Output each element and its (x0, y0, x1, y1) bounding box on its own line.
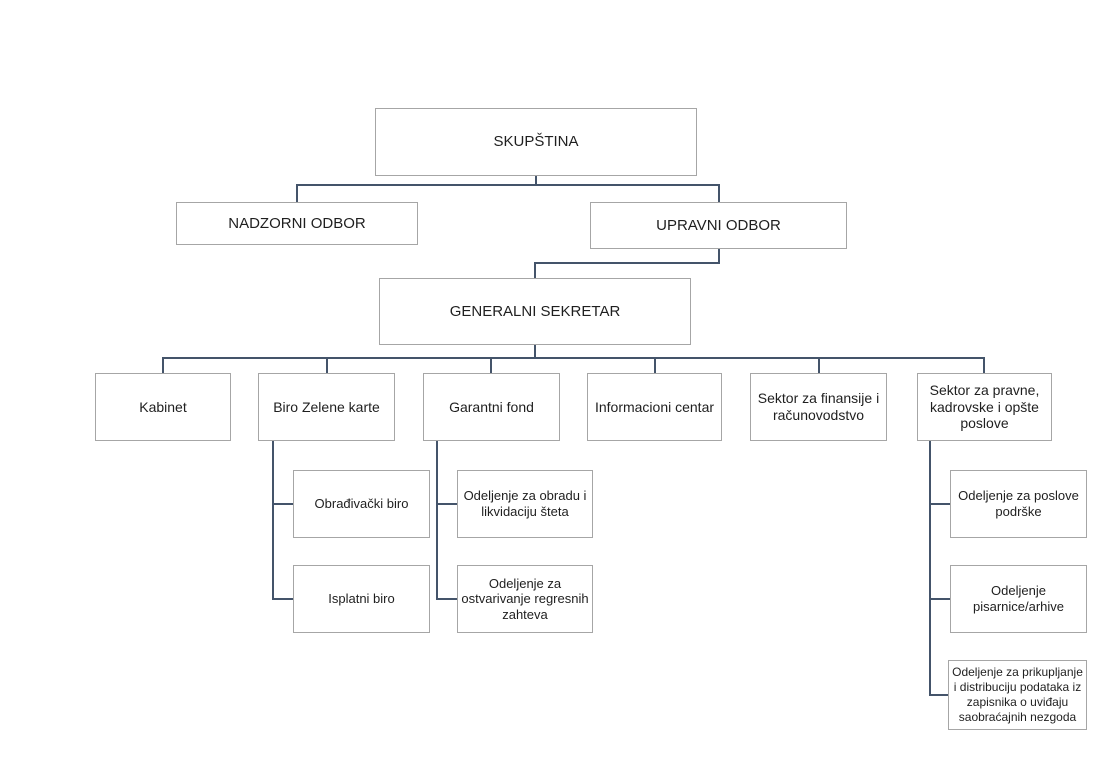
node-sektor-finansije: Sektor za finansije i računovodstvo (750, 373, 887, 441)
node-biro-zelene-karte: Biro Zelene karte (258, 373, 395, 441)
connector-line (929, 441, 931, 696)
node-odeljenje-poslovi-podrske: Odeljenje za poslove podrške (950, 470, 1087, 538)
connector-line (162, 357, 164, 373)
node-obradjivacki-biro: Obrađivački biro (293, 470, 430, 538)
node-odeljenje-regresni-zahtevi: Odeljenje za ostvarivanje regresnih zaht… (457, 565, 593, 633)
node-sektor-pravne: Sektor za pravne, kadrovske i opšte posl… (917, 373, 1052, 441)
node-upravni-odbor: UPRAVNI ODBOR (590, 202, 847, 249)
node-informacioni-centar: Informacioni centar (587, 373, 722, 441)
connector-line (929, 694, 948, 696)
connector-line (296, 184, 720, 186)
connector-line (272, 441, 274, 600)
connector-line (272, 503, 293, 505)
node-odeljenje-prikupljanje-podataka: Odeljenje za prikupljanje i distribuciju… (948, 660, 1087, 730)
connector-line (296, 184, 298, 202)
connector-line (534, 262, 720, 264)
connector-line (436, 503, 457, 505)
connector-line (534, 262, 536, 278)
connector-line (718, 249, 720, 264)
node-odeljenje-pisarnice-arhive: Odeljenje pisarnice/arhive (950, 565, 1087, 633)
connector-line (436, 598, 457, 600)
connector-line (818, 357, 820, 373)
node-odeljenje-obrada-steta: Odeljenje za obradu i likvidaciju šteta (457, 470, 593, 538)
connector-line (326, 357, 328, 373)
connector-line (929, 598, 950, 600)
connector-line (490, 357, 492, 373)
connector-line (718, 184, 720, 202)
connector-line (929, 503, 950, 505)
connector-line (654, 357, 656, 373)
node-kabinet: Kabinet (95, 373, 231, 441)
node-isplatni-biro: Isplatni biro (293, 565, 430, 633)
connector-line (983, 357, 985, 373)
connector-line (272, 598, 293, 600)
node-garantni-fond: Garantni fond (423, 373, 560, 441)
connector-line (535, 176, 537, 186)
node-skupstina: SKUPŠTINA (375, 108, 697, 176)
connector-line (436, 441, 438, 600)
node-generalni-sekretar: GENERALNI SEKRETAR (379, 278, 691, 345)
connector-line (162, 357, 985, 359)
connector-line (534, 345, 536, 359)
node-nadzorni-odbor: NADZORNI ODBOR (176, 202, 418, 245)
